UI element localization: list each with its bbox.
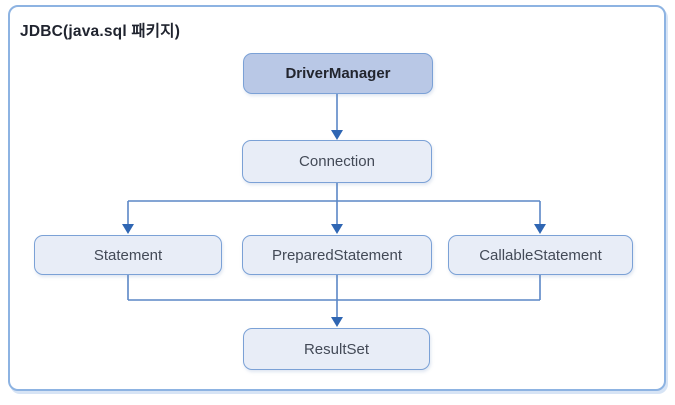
node-resultset: ResultSet: [243, 328, 430, 370]
node-callablestatement: CallableStatement: [448, 235, 633, 275]
node-drivermanager: DriverManager: [243, 53, 433, 94]
node-preparedstatement: PreparedStatement: [242, 235, 432, 275]
diagram-title: JDBC(java.sql 패키지): [20, 23, 181, 40]
node-statement: Statement: [34, 235, 222, 275]
node-connection: Connection: [242, 140, 432, 183]
